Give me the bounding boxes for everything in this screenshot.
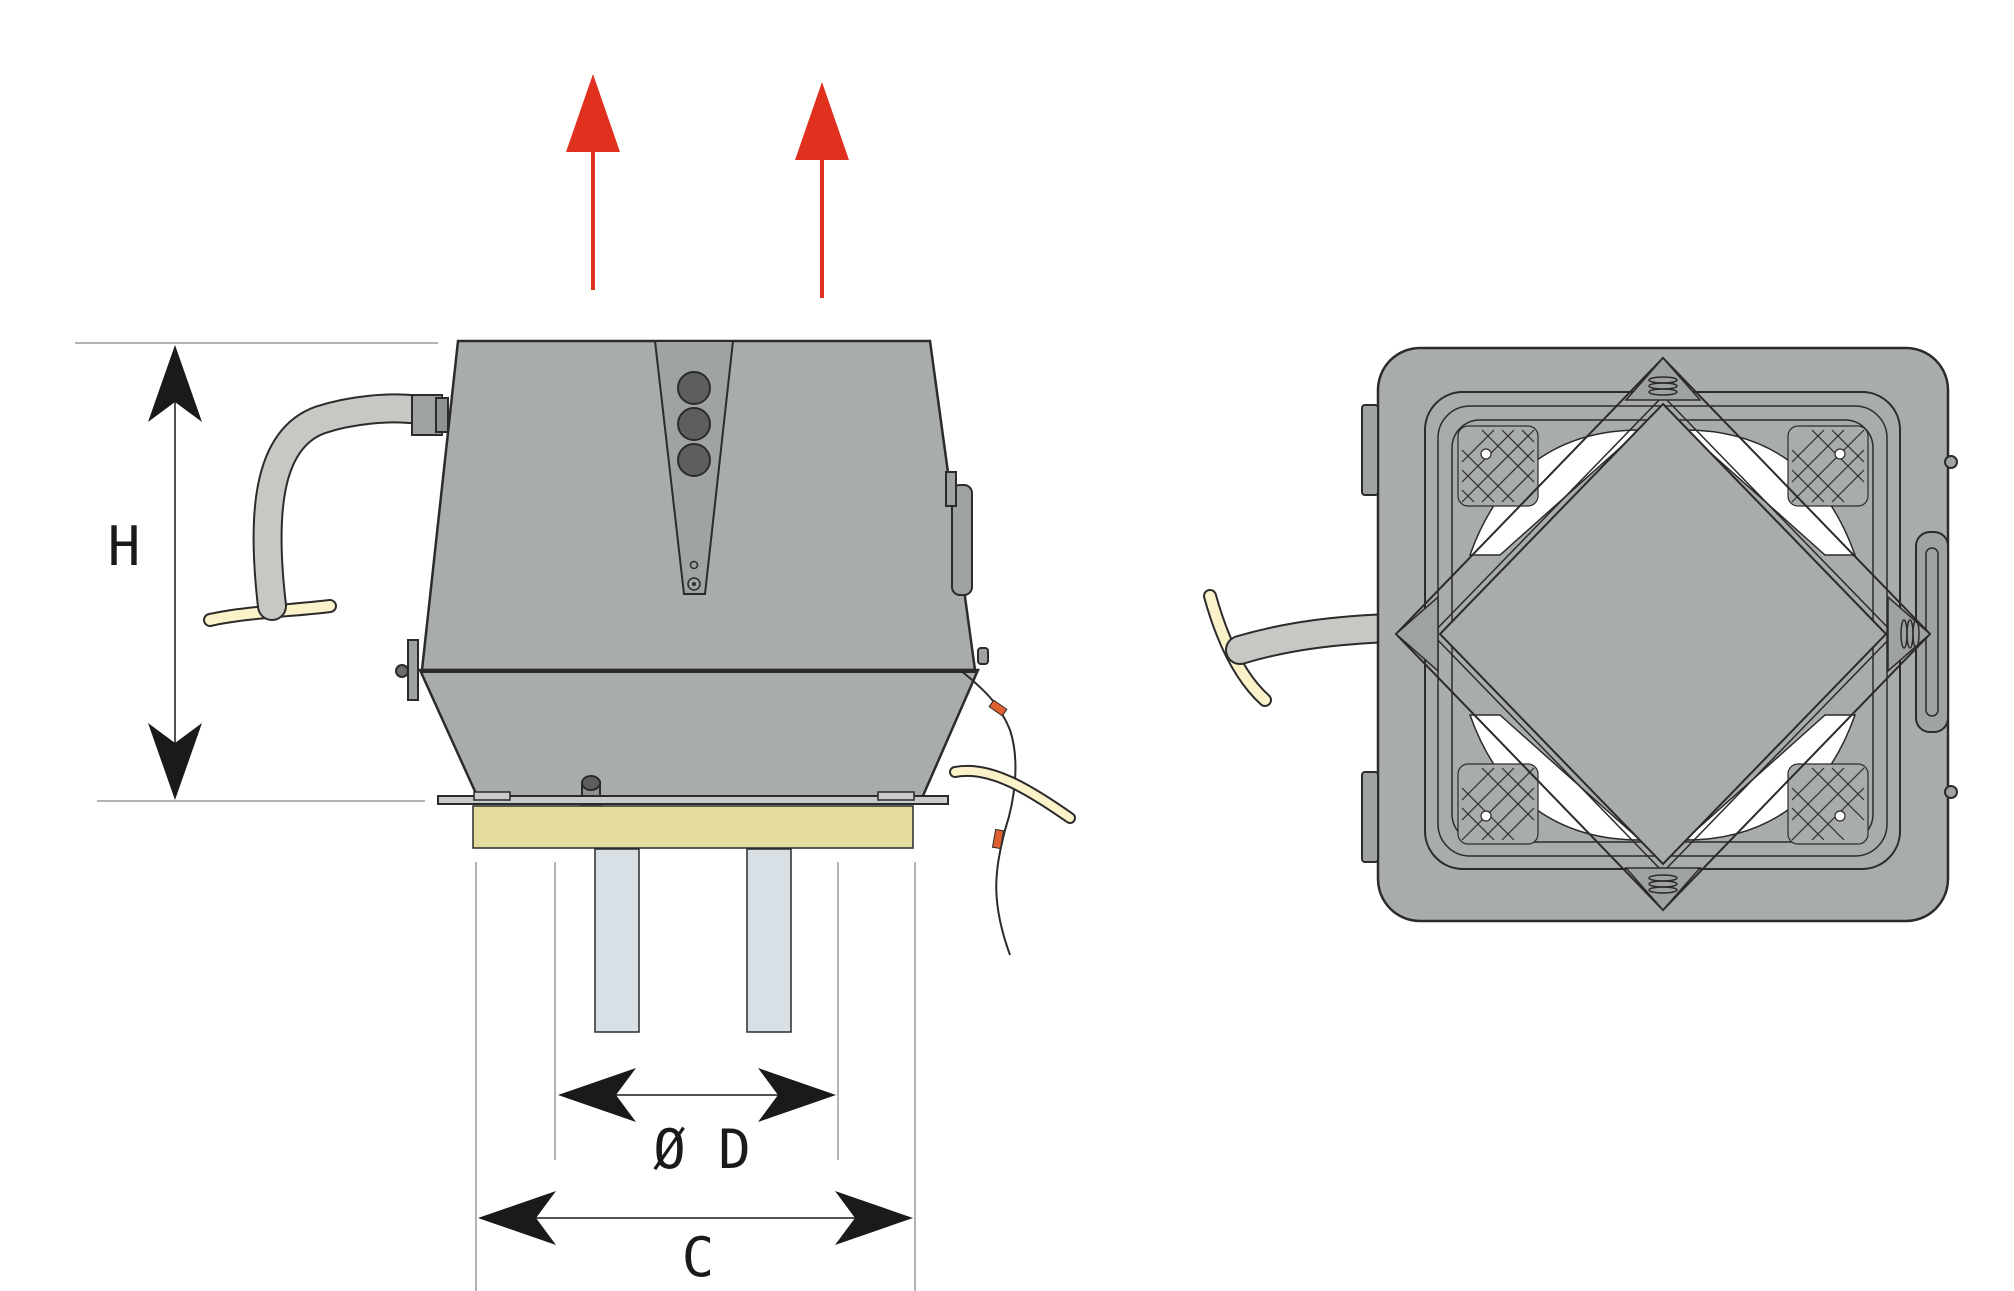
indicator-light-1 bbox=[677, 371, 711, 405]
top-view bbox=[1203, 346, 1958, 923]
base-width-label: C bbox=[682, 1226, 715, 1289]
airflow-arrow-left bbox=[566, 74, 620, 290]
height-dimension: H bbox=[75, 342, 438, 802]
power-cable-right bbox=[949, 764, 1076, 824]
hinge-top bbox=[1361, 404, 1379, 496]
side-handle bbox=[945, 471, 989, 665]
spring-clips bbox=[1394, 356, 1932, 912]
airflow-arrow-right bbox=[795, 82, 849, 298]
control-panel bbox=[653, 340, 735, 595]
hinge-bottom bbox=[1361, 771, 1379, 863]
corner-grilles bbox=[1457, 425, 1869, 845]
duct-diameter-dimension: Ø D bbox=[554, 862, 839, 1181]
base-width-dimension: C bbox=[475, 862, 916, 1291]
indicator-light-3 bbox=[677, 443, 711, 477]
side-view: H Ø D C bbox=[75, 74, 1076, 1291]
double-arrow-icon bbox=[148, 345, 202, 422]
power-cable-left bbox=[203, 393, 449, 627]
base-pad bbox=[472, 805, 914, 849]
duct-left bbox=[594, 848, 640, 1033]
left-latch bbox=[395, 639, 419, 701]
duct-right bbox=[746, 848, 792, 1033]
base-plate bbox=[437, 795, 949, 805]
height-label: H bbox=[108, 515, 141, 578]
duct-diameter-label: Ø D bbox=[653, 1118, 751, 1181]
indicator-light-2 bbox=[677, 407, 711, 441]
fan-housing-lower bbox=[418, 668, 980, 800]
sensor-cable bbox=[959, 669, 1017, 956]
